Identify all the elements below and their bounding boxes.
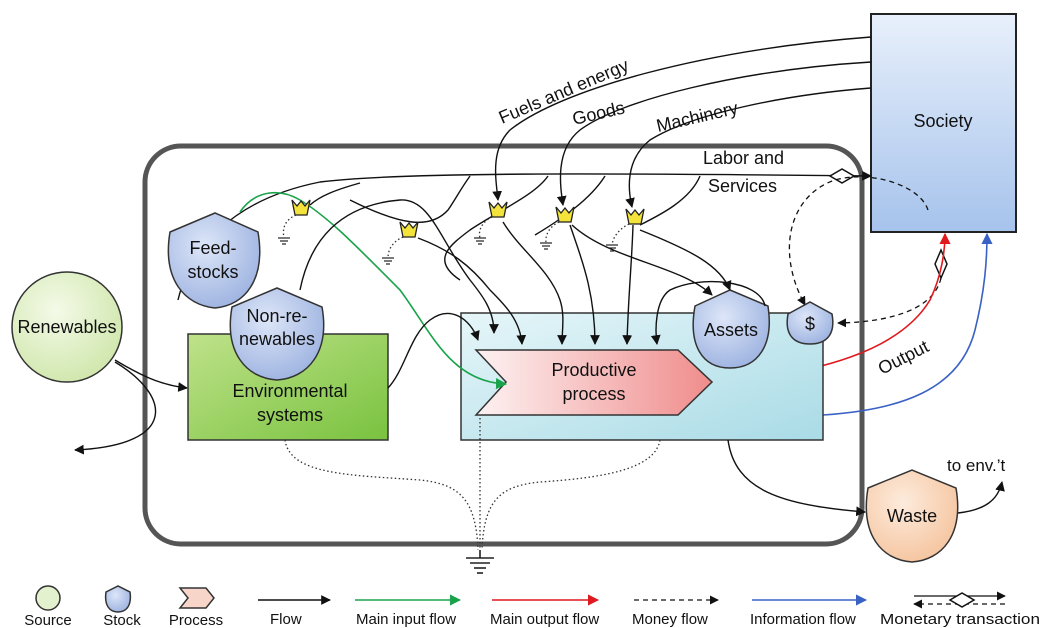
machinery-label: Machinery (654, 98, 739, 136)
legend-source-icon (35, 585, 61, 611)
legend-stock-label: Stock (103, 612, 141, 628)
flow-tap5-to-process (622, 224, 634, 345)
tap-icon-3 (474, 201, 508, 245)
flow-assets-to-process (650, 280, 766, 345)
tap-icon-2 (382, 221, 419, 265)
waste-label: Waste (887, 506, 937, 526)
legend-stock-icon (104, 585, 132, 613)
money-stock (786, 301, 834, 345)
legend-money-label: Money flow (632, 611, 708, 628)
labor-label-line2: Services (708, 176, 777, 196)
assets-label: Assets (704, 320, 758, 340)
tap-icon-4 (540, 206, 575, 250)
tap-icon-5 (606, 208, 645, 252)
renewables-source (11, 271, 123, 383)
information-flow (822, 232, 993, 416)
environmental-label-line2: systems (257, 405, 323, 425)
renewables-to-env-flow (114, 359, 188, 392)
environmental-label-line1: Environmental (232, 381, 347, 401)
feedstocks-label-line2: stocks (187, 262, 238, 282)
society-label: Society (913, 111, 972, 131)
money-stock-label: $ (805, 314, 815, 334)
flow-tap4-to-assets (571, 224, 713, 296)
productive-label-line2: process (562, 384, 625, 404)
legend-monetary-transaction-label: Monetary transaction (880, 611, 1040, 628)
legend-information-label: Information flow (750, 611, 856, 628)
waste-to-env-flow (957, 481, 1005, 514)
system-boundary (142, 143, 865, 547)
feedstocks-stock (167, 212, 261, 309)
money-flow-labor (788, 176, 929, 306)
nonrenewables-stock (229, 287, 325, 381)
tap-icon-1 (278, 199, 311, 245)
flow-env-to-process (387, 312, 480, 389)
flow-tap3-to-process (502, 221, 567, 345)
flow-labor-branch2 (444, 175, 549, 281)
productive-label-line1: Productive (551, 360, 636, 380)
flow-nonrenew-up (299, 199, 499, 334)
flow-labor-branch4 (639, 175, 701, 226)
flow-tap2-to-process (417, 237, 527, 345)
heat-box (481, 439, 661, 551)
labor-label-line1: Labor and (703, 148, 784, 168)
legend: Source Stock Process Flow Main input flo… (24, 585, 1040, 628)
legend-main-input-label: Main input flow (356, 611, 456, 628)
renewables-label: Renewables (17, 317, 116, 337)
renewables-outflow (74, 361, 157, 455)
society-box (870, 13, 1017, 233)
waste-stock (865, 469, 959, 563)
assets-stock (692, 289, 770, 369)
legend-main-output-label: Main output flow (490, 611, 599, 628)
flow-labor-to-tap1 (309, 182, 361, 206)
goods-label: Goods (570, 97, 626, 128)
legend-process-icon (178, 587, 215, 609)
legend-process-label: Process (169, 612, 223, 628)
machinery-flow (625, 87, 872, 208)
labor-transaction-diamond (828, 168, 856, 184)
heat-env (284, 439, 479, 551)
money-flow-output (837, 277, 942, 328)
nonrenewables-label-line2: newables (239, 329, 315, 349)
legend-flow-label: Flow (270, 611, 302, 628)
goods-flow (556, 61, 872, 206)
nonrenewables-label-line1: Non-re- (246, 306, 307, 326)
heat-sink-main (466, 550, 494, 574)
output-transaction-diamond (934, 248, 948, 280)
to-env-label: to env.’t (947, 456, 1006, 475)
flow-tap4-to-process (569, 224, 600, 345)
legend-monetary-transaction-icon (913, 591, 1006, 609)
feedstocks-label-line1: Feed- (189, 238, 236, 258)
flow-labor-branch1 (349, 175, 471, 223)
flow-to-waste (727, 439, 866, 517)
fuels-energy-flow (492, 36, 872, 201)
legend-source-label: Source (24, 612, 72, 628)
main-input-flow (239, 192, 508, 390)
